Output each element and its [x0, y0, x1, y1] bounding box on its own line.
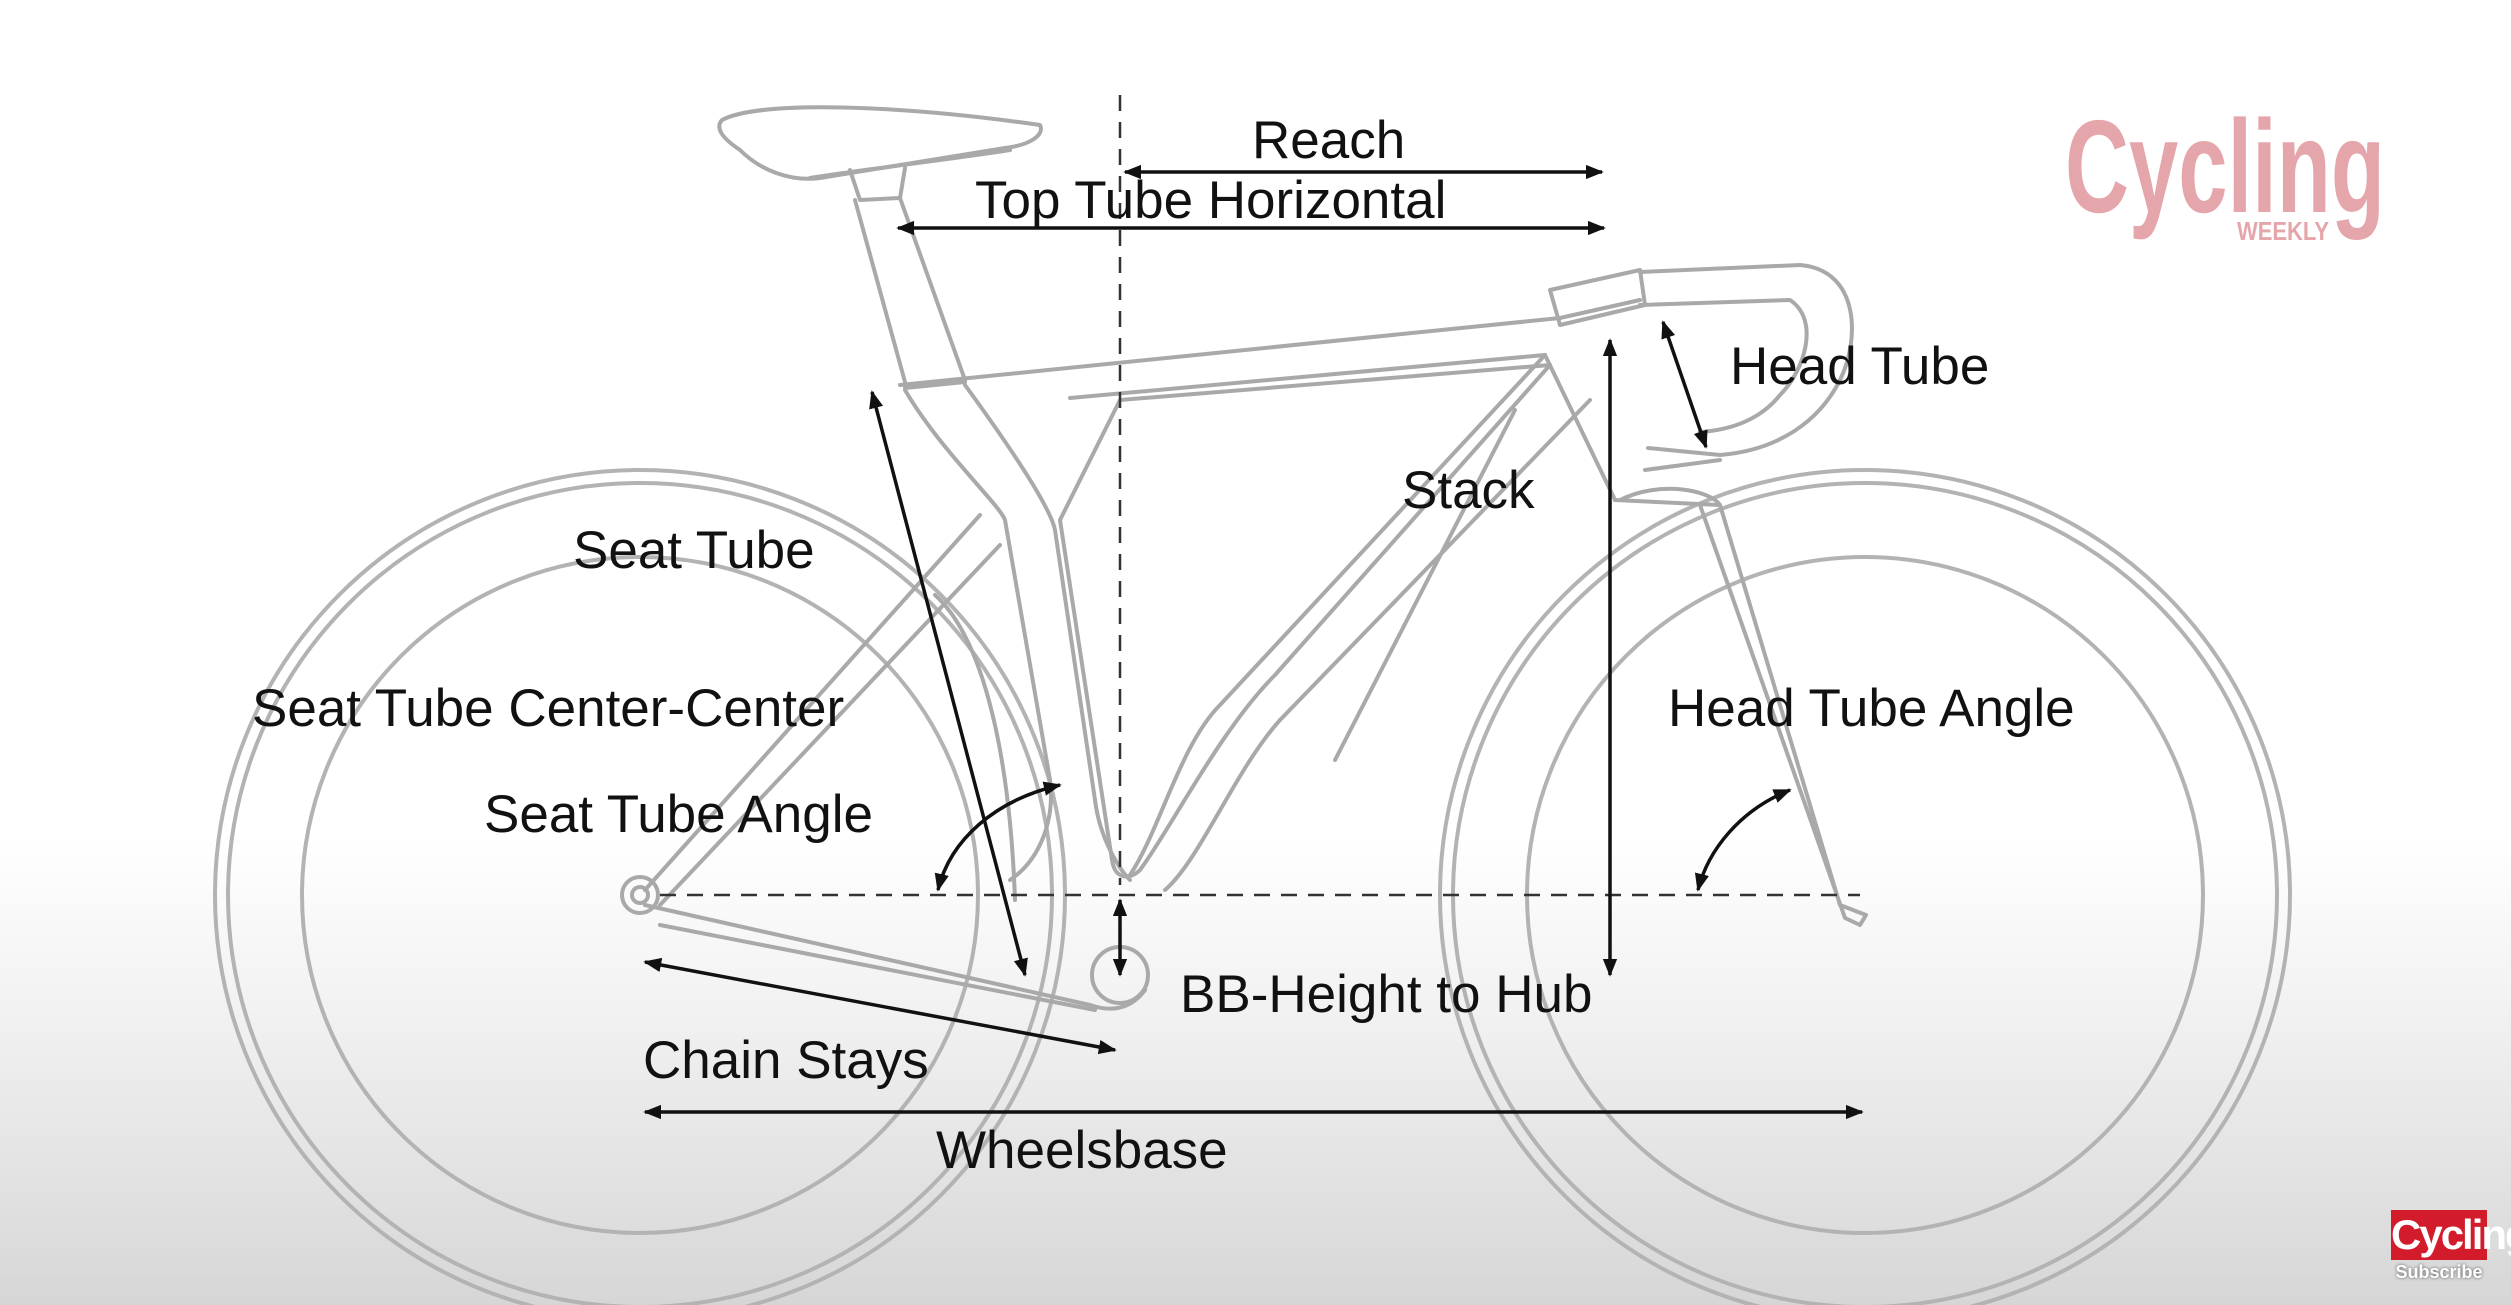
head-tube-arrow	[1661, 320, 1708, 449]
logo-subtext: WEEKLY	[2237, 216, 2329, 246]
label-seat-tube-center-center: Seat Tube Center-Center	[252, 679, 844, 738]
label-seat-tube: Seat Tube	[573, 521, 815, 580]
label-top-tube-horizontal: Top Tube Horizontal	[975, 171, 1446, 230]
chain-stays-arrow	[643, 957, 1117, 1055]
head-tube-angle-arc	[1694, 788, 1792, 892]
seat-tube-arrow	[869, 390, 1028, 977]
cycling-weekly-logo: Cycling WEEKLY	[2065, 93, 2385, 246]
label-head-tube: Head Tube	[1730, 337, 1989, 396]
label-bb-height-to-hub: BB-Height to Hub	[1180, 965, 1592, 1024]
label-seat-tube-angle: Seat Tube Angle	[484, 785, 873, 844]
front-wheel	[1438, 468, 2292, 1305]
subscribe-button[interactable]: Cycling Subscribe	[2391, 1210, 2511, 1283]
label-head-tube-angle: Head Tube Angle	[1668, 679, 2075, 738]
label-wheelbase: Wheelsbase	[936, 1121, 1228, 1180]
subscribe-logo-icon: Cycling	[2391, 1210, 2511, 1260]
label-reach: Reach	[1252, 111, 1405, 170]
logo-text: Cycling	[2065, 93, 2385, 240]
subscribe-label: Subscribe	[2395, 1262, 2483, 1282]
label-chain-stays: Chain Stays	[643, 1031, 929, 1090]
seat-tube-angle-arc	[934, 781, 1062, 892]
label-stack: Stack	[1402, 461, 1535, 520]
